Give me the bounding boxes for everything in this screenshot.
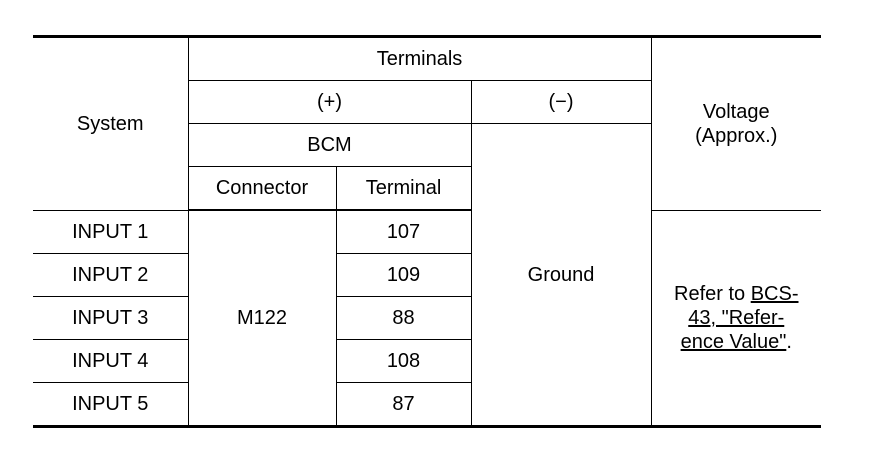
system-cell: INPUT 5 bbox=[33, 382, 189, 427]
voltage-note-prefix: Refer to bbox=[674, 282, 751, 305]
table-row: INPUT 2 109 bbox=[33, 253, 821, 297]
header-connector: Connector bbox=[188, 166, 337, 211]
header-voltage-line2: (Approx.) bbox=[695, 124, 778, 147]
header-voltage: Voltage (Approx.) bbox=[650, 36, 821, 211]
table-row: INPUT 1 M122 107 Refer to BCS-43, "Refer… bbox=[33, 209, 821, 427]
terminal-cell: 87 bbox=[335, 382, 472, 427]
system-cell: INPUT 1 bbox=[33, 209, 189, 254]
terminal-cell: 107 bbox=[335, 209, 472, 254]
header-minus: (−) bbox=[470, 80, 652, 124]
header-terminals: Terminals bbox=[187, 36, 652, 81]
voltage-note-cell: Refer to BCS-43, "Refer-ence Value". bbox=[650, 209, 821, 427]
connector-cell: M122 bbox=[187, 209, 337, 427]
ground-cell: Ground bbox=[470, 123, 652, 427]
header-terminal: Terminal bbox=[335, 166, 472, 211]
system-cell: INPUT 2 bbox=[33, 253, 189, 297]
terminal-cell: 109 bbox=[335, 253, 472, 297]
header-plus: (+) bbox=[188, 80, 472, 124]
table-row: INPUT 5 87 bbox=[33, 382, 821, 427]
reference-link[interactable]: BCS-43, "Refer-ence Value" bbox=[680, 282, 799, 353]
system-cell: INPUT 3 bbox=[33, 296, 189, 340]
system-cell: INPUT 4 bbox=[33, 339, 189, 383]
header-voltage-line1: Voltage bbox=[702, 100, 770, 123]
table-row: INPUT 4 108 bbox=[33, 339, 821, 383]
header-system: System bbox=[33, 36, 189, 211]
terminal-cell: 88 bbox=[335, 296, 472, 340]
terminal-cell: 108 bbox=[335, 339, 472, 383]
header-bcm: BCM bbox=[188, 123, 472, 167]
voltage-note-suffix: . bbox=[786, 330, 792, 353]
terminal-voltage-table: System Terminals Voltage (Approx.) (+) (… bbox=[33, 35, 821, 428]
